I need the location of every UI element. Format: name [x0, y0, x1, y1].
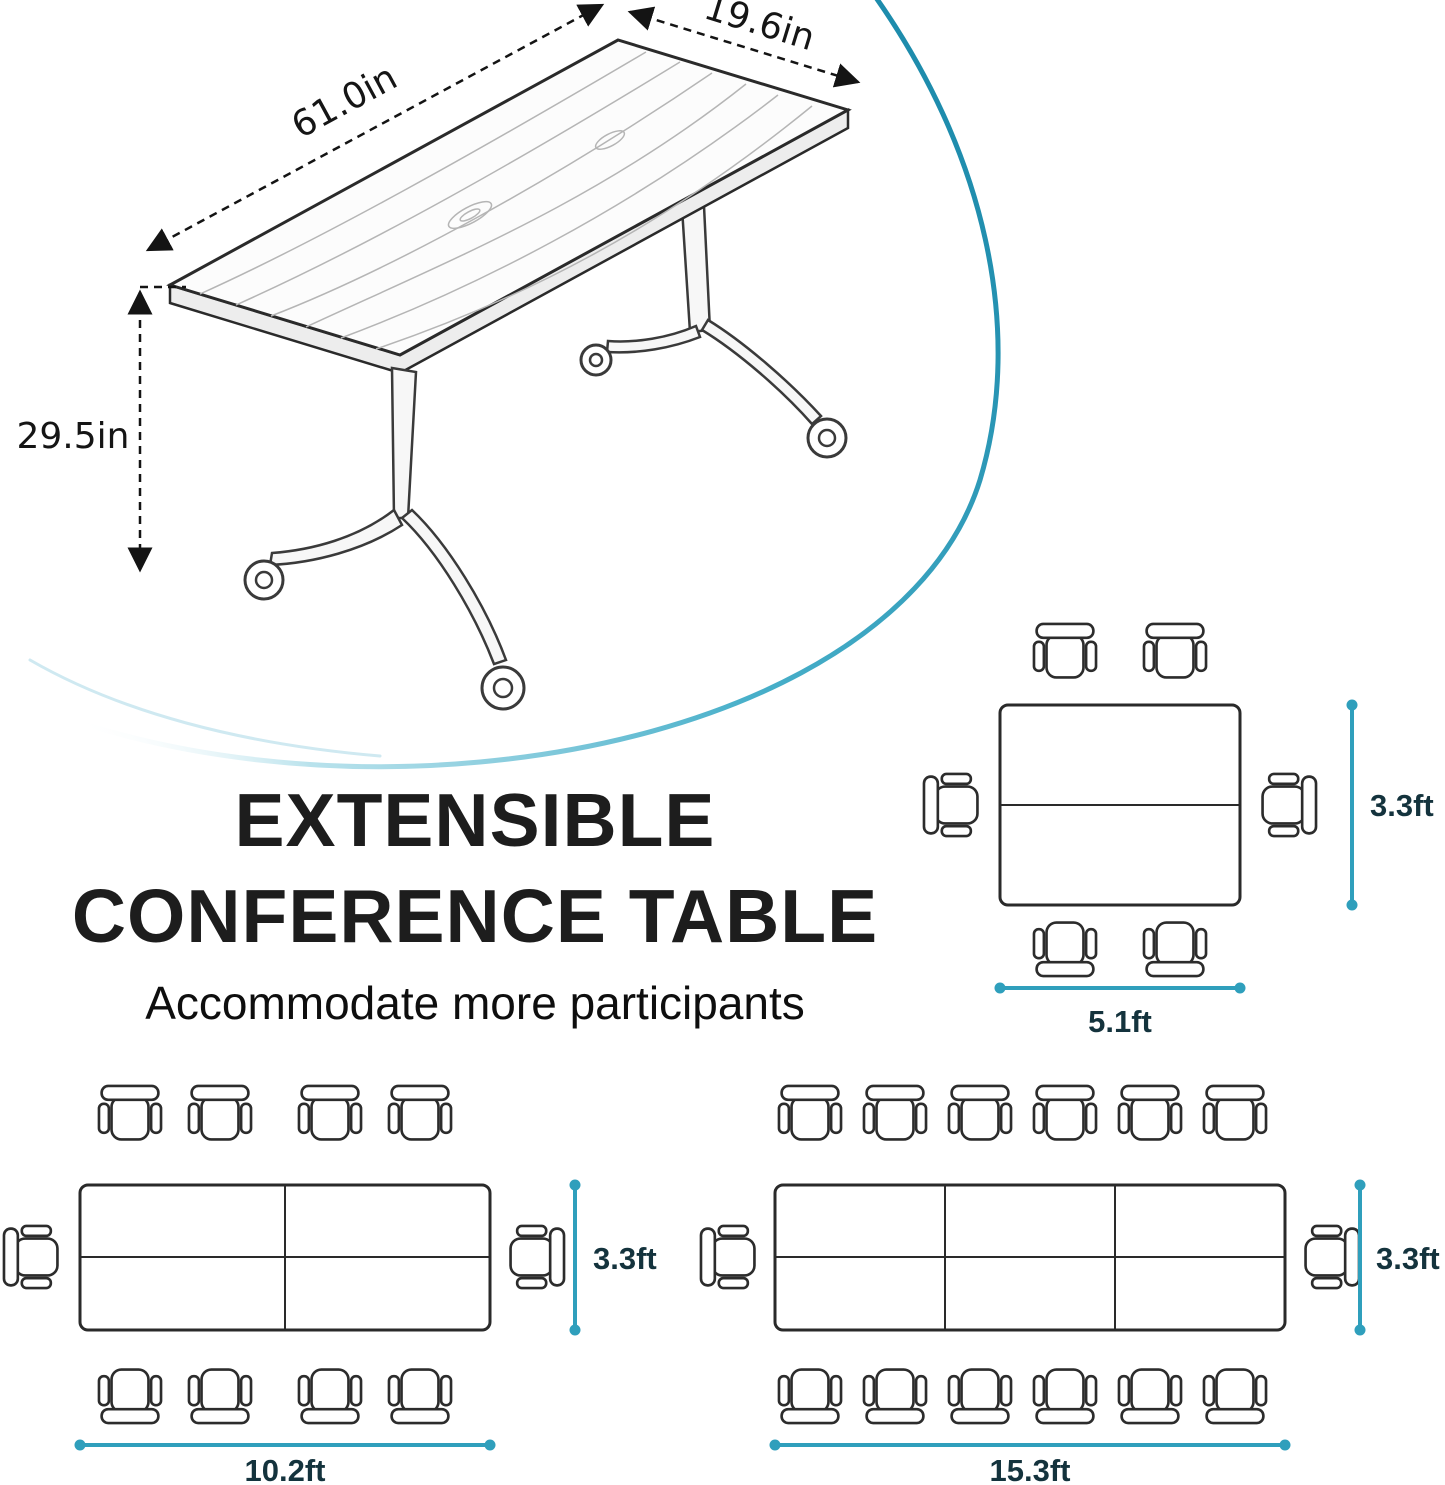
length-label: 61.0in [285, 57, 404, 147]
seating-diagram-10-seats: 3.3ft 10.2ft [2, 1084, 657, 1485]
chair-icon [1202, 1368, 1268, 1425]
chair-icon [1032, 1084, 1098, 1141]
width-dimension: 15.3ft [769, 1439, 1291, 1485]
width-dimension: 10.2ft [74, 1439, 496, 1485]
chair-icon [387, 1084, 453, 1141]
chair-icon [97, 1368, 163, 1425]
caster-wheel-icon [480, 665, 526, 711]
depth-label: 3.3ft [1370, 788, 1434, 823]
chair-icon [187, 1084, 253, 1141]
chair-icon [947, 1368, 1013, 1425]
seating-diagram-14-seats: 3.3ft 15.3ft [699, 1084, 1440, 1485]
depth-dimension: 3.3ft [1354, 1179, 1440, 1336]
front-leg [243, 366, 526, 711]
chair-icon [862, 1368, 928, 1425]
chair-icon [1032, 622, 1098, 679]
chair-icon [1032, 1368, 1098, 1425]
chair-icon [1032, 921, 1098, 978]
chair-icon [1117, 1084, 1183, 1141]
arc-stroke-faint [28, 658, 382, 758]
arc-stroke [57, 0, 1001, 770]
chair-icon [777, 1368, 843, 1425]
width-label: 10.2ft [245, 1453, 326, 1485]
caster-wheel-icon [243, 559, 285, 601]
depth-label: 3.3ft [1376, 1241, 1440, 1276]
chair-icon [1202, 1084, 1268, 1141]
chair-icon [297, 1368, 363, 1425]
height-dimension: 29.5in [17, 285, 186, 573]
seating-diagram-6-seats: 3.3ft 5.1ft [922, 622, 1434, 1039]
chair-icon [922, 772, 979, 838]
height-label: 29.5in [17, 416, 130, 457]
depth-label: 3.3ft [593, 1241, 657, 1276]
depth-dimension: 3.3ft [569, 1179, 657, 1336]
product-drawing: 61.0in 19.6in 29.5in [17, 0, 861, 711]
chair-icon [1304, 1224, 1361, 1290]
width-label: 5.1ft [1088, 1004, 1152, 1039]
chair-icon [509, 1224, 566, 1290]
chair-icon [1261, 772, 1318, 838]
subtitle: Accommodate more participants [145, 977, 805, 1029]
chair-icon [187, 1368, 253, 1425]
chair-icon [2, 1224, 59, 1290]
tabletop [166, 38, 852, 375]
title-block: EXTENSIBLE CONFERENCE TABLE Accommodate … [35, 772, 915, 1030]
chair-icon [947, 1084, 1013, 1141]
chair-icon [387, 1368, 453, 1425]
width-label: 15.3ft [990, 1453, 1071, 1485]
chair-icon [699, 1224, 756, 1290]
chair-icon [297, 1084, 363, 1141]
chair-icon [1142, 921, 1208, 978]
rear-leg [579, 204, 848, 459]
chair-icon [777, 1084, 843, 1141]
caster-wheel-icon [806, 417, 848, 459]
title-line-1: EXTENSIBLE [234, 778, 716, 862]
depth-dimension: 3.3ft [1346, 699, 1434, 911]
width-dimension: 5.1ft [994, 982, 1246, 1039]
caster-wheel-icon [579, 343, 613, 377]
chair-icon [97, 1084, 163, 1141]
title-line-2: CONFERENCE TABLE [71, 874, 879, 958]
depth-label: 19.6in [699, 0, 819, 59]
chair-icon [862, 1084, 928, 1141]
chair-icon [1142, 622, 1208, 679]
chair-icon [1117, 1368, 1183, 1425]
